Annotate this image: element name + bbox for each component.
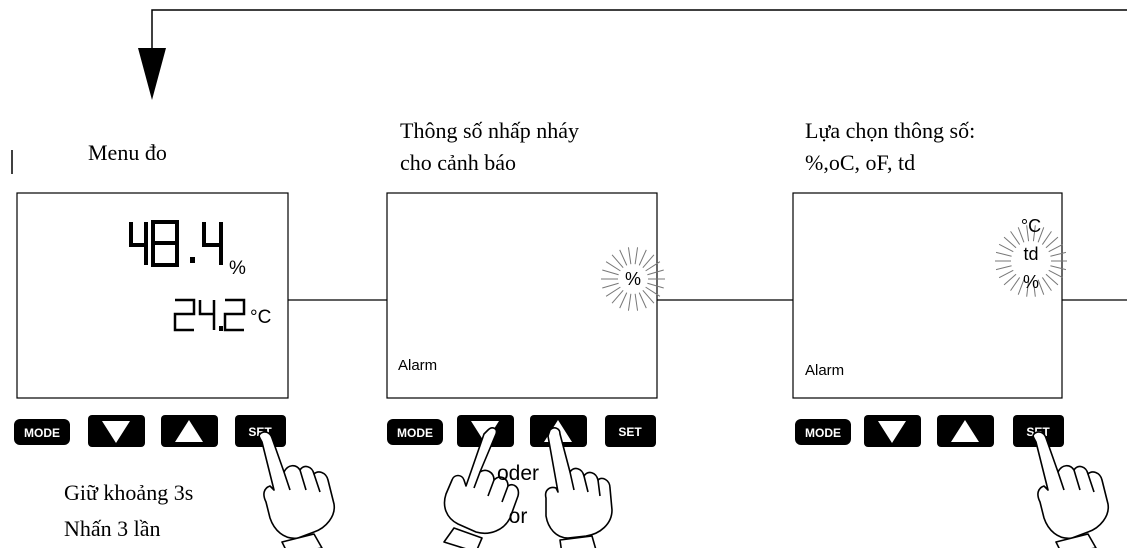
blink-ray	[1003, 236, 1017, 249]
blink-ray	[1050, 265, 1067, 271]
blink-ray	[1017, 227, 1025, 243]
press-note: Nhấn 3 lần	[64, 516, 161, 541]
set-button-2[interactable]: SET	[605, 415, 656, 447]
step1-title: Menu đo	[88, 140, 167, 165]
pressing-hand-icon	[258, 431, 336, 548]
blink-ray	[1048, 269, 1064, 279]
unit-option-td: td	[1023, 244, 1038, 264]
blink-ray	[602, 282, 619, 289]
up-button-1[interactable]	[161, 415, 218, 447]
blink-ray	[645, 286, 661, 297]
blink-ray	[638, 249, 647, 266]
unit-option-celsius: °C	[1021, 216, 1041, 236]
blink-ray	[638, 292, 647, 309]
blink-ray	[611, 254, 624, 268]
blink-ray	[1032, 225, 1036, 242]
return-arrow-line	[151, 9, 1127, 75]
button-row-2: MODE SET	[387, 415, 656, 447]
blink-ray	[1048, 243, 1064, 253]
blink-ray	[627, 293, 632, 311]
blink-ray	[1017, 279, 1025, 295]
oder-label: oder	[497, 462, 539, 485]
blink-ray	[1045, 273, 1059, 286]
svg-text:MODE: MODE	[397, 426, 433, 440]
down-arrow-head	[138, 48, 166, 100]
blink-ray	[619, 292, 628, 309]
blink-ray	[627, 247, 632, 265]
blinking-unit: %	[625, 269, 641, 289]
step3-title-line2: %,oC, oF, td	[805, 150, 915, 175]
button-row-1: MODE SET	[14, 415, 286, 447]
blink-ray	[619, 249, 628, 266]
svg-text:SET: SET	[618, 425, 642, 439]
or-label: or	[509, 505, 528, 528]
blink-ray	[611, 290, 624, 304]
blink-ray	[1041, 231, 1052, 245]
blink-ray	[1010, 277, 1021, 291]
unit-option-percent: %	[1023, 272, 1039, 292]
blink-ray	[647, 269, 664, 276]
right-hand-icon	[544, 427, 613, 548]
blink-ray	[647, 282, 664, 289]
hold-note: Giữ khoảng 3s	[64, 480, 193, 505]
humidity-unit: %	[229, 258, 246, 279]
blink-ray	[998, 243, 1014, 253]
mode-button-2[interactable]: MODE	[387, 419, 443, 445]
blink-ray	[998, 269, 1014, 279]
step2-title-line1: Thông số nhấp nháy	[400, 118, 579, 143]
blink-ray	[605, 261, 621, 272]
down-button-3[interactable]	[864, 415, 921, 447]
temperature-unit: °C	[250, 307, 271, 328]
blink-ray	[995, 251, 1012, 257]
blink-ray	[1003, 273, 1017, 286]
blink-ray	[1045, 236, 1059, 249]
temperature-reading	[173, 298, 246, 332]
mode-button-1[interactable]: MODE	[14, 419, 70, 445]
blink-ray	[1041, 277, 1052, 291]
set-button-1[interactable]: SET	[235, 415, 286, 447]
blink-rays-2	[601, 247, 665, 311]
button-row-3: MODE SET	[795, 415, 1064, 447]
svg-text:MODE: MODE	[805, 426, 841, 440]
blink-ray	[1037, 279, 1045, 295]
step3-title-line1: Lựa chọn thông số:	[805, 118, 975, 143]
display-2	[386, 192, 658, 399]
blink-ray	[645, 261, 661, 272]
blink-ray	[1032, 280, 1036, 297]
blink-ray	[1050, 251, 1067, 257]
blink-ray	[1010, 231, 1021, 245]
blink-ray	[634, 293, 639, 311]
pressing-hand-icon-3	[1032, 431, 1110, 548]
blink-ray	[642, 254, 655, 268]
blink-ray	[1037, 227, 1045, 243]
down-button-1[interactable]	[88, 415, 145, 447]
up-button-3[interactable]	[937, 415, 994, 447]
blink-rays-3	[995, 225, 1067, 297]
blink-ray	[634, 247, 639, 265]
blink-ray	[1026, 225, 1030, 242]
left-hand-icon	[443, 427, 520, 548]
blink-ray	[602, 269, 619, 276]
mode-button-3[interactable]: MODE	[795, 419, 851, 445]
step2-title-line2: cho cảnh báo	[400, 150, 516, 175]
blink-ray	[1026, 280, 1030, 297]
alarm-label-2: Alarm	[398, 357, 437, 374]
svg-text:MODE: MODE	[24, 426, 60, 440]
blink-ray	[995, 265, 1012, 271]
blink-ray	[642, 290, 655, 304]
blink-ray	[605, 286, 621, 297]
alarm-label-3: Alarm	[805, 362, 844, 379]
display-3	[792, 192, 1063, 399]
humidity-reading	[129, 220, 223, 267]
